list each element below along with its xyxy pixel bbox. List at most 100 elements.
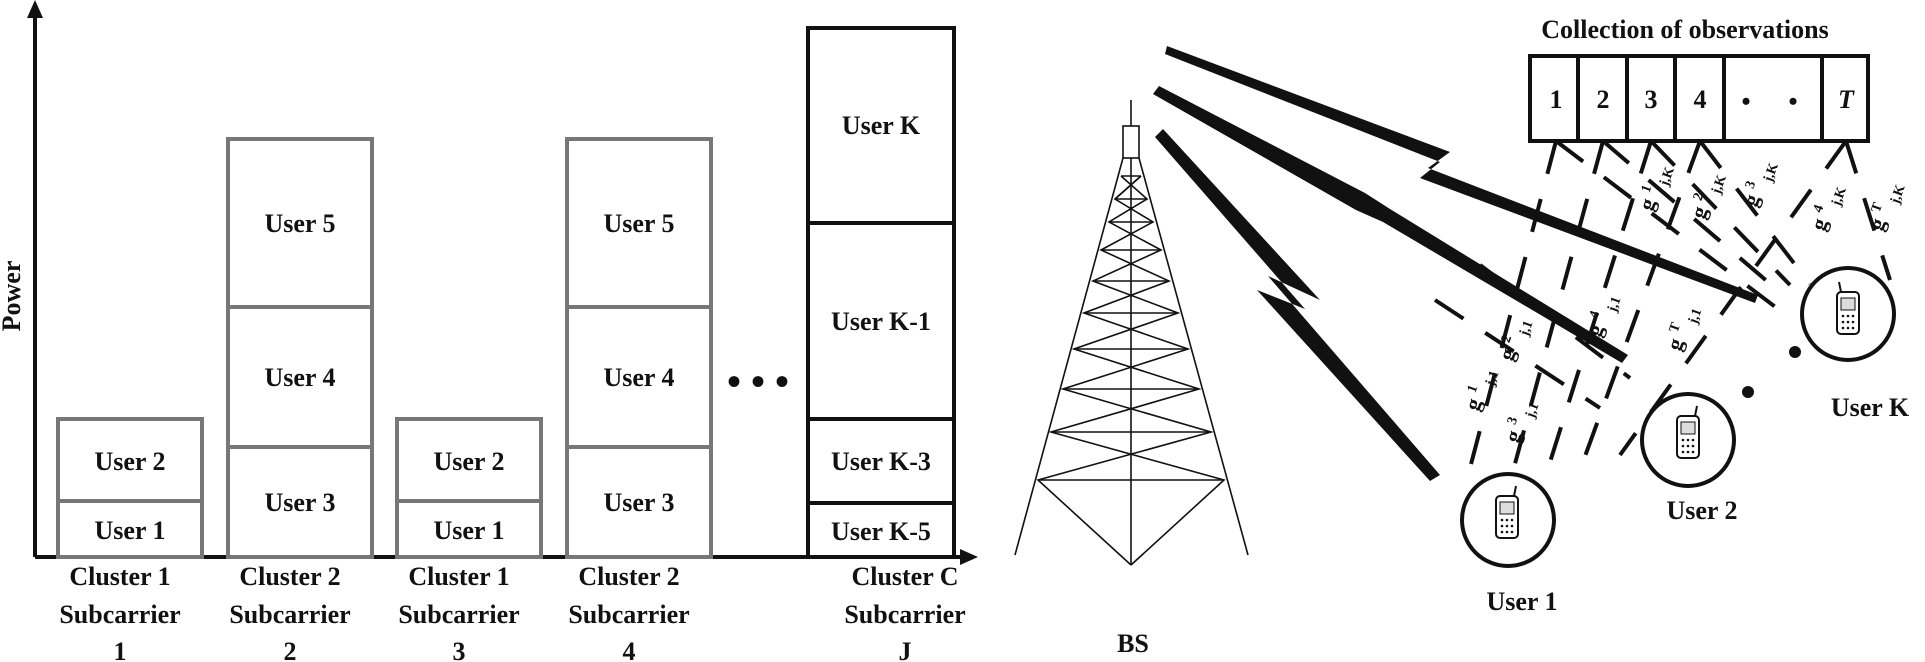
column-label-line: Cluster 2	[239, 562, 340, 591]
observation-cell: 4	[1694, 85, 1707, 114]
user-block	[395, 417, 543, 503]
channel-label: g	[1685, 203, 1712, 222]
ellipsis: • • •	[727, 359, 789, 404]
user-label: User 2	[1666, 496, 1737, 525]
user-block-label: User 4	[264, 363, 335, 392]
channel-label-subscript: j,K	[1888, 183, 1909, 207]
observation-cell: T	[1838, 85, 1855, 114]
channel-observation-diagram: BS Collection of observations 1 2 3 4 • …	[1014, 15, 1910, 658]
user-block-label: User 5	[603, 209, 674, 238]
user-block-label: User 2	[94, 447, 165, 476]
column-label-line: Cluster C	[851, 562, 958, 591]
svg-text:g 3 j,K: g 3 j,K	[1729, 153, 1782, 212]
user-block	[565, 445, 713, 559]
user-block-label: User 3	[264, 488, 335, 517]
base-station-tower-icon	[1014, 100, 1249, 566]
channel-label-superscript: T	[1869, 200, 1887, 215]
channel-label-superscript: 2	[1691, 191, 1707, 203]
column-5: User K-5 User K-3 User K-1 User K Cluste…	[806, 26, 966, 662]
channel-label: g	[1661, 335, 1688, 354]
channel-label: g	[1493, 345, 1520, 364]
wireless-link-to-user-2-icon	[1153, 86, 1628, 363]
ellipsis-dot	[1789, 346, 1801, 358]
mobile-phone-icon	[1836, 281, 1860, 335]
column-3: User 1 User 2 Cluster 1 Subcarrier 3	[395, 417, 543, 662]
user-block-label: User 1	[94, 516, 165, 545]
channel-label-subscript: j,1	[1523, 401, 1543, 421]
ellipsis-dot	[1742, 386, 1754, 398]
column-label-line: Subcarrier	[59, 600, 180, 629]
user-block	[56, 499, 204, 559]
channel-label-superscript: 2	[1499, 333, 1515, 345]
svg-text:g 2 j,K: g 2 j,K	[1677, 165, 1730, 224]
svg-text:g 1 j,K: g 1 j,K	[1625, 157, 1678, 216]
user-block-label: User K-1	[831, 307, 931, 336]
observations-title: Collection of observations	[1541, 15, 1828, 44]
channel-label-superscript: 3	[1743, 179, 1759, 191]
user-2-node: User 2	[1640, 392, 1738, 525]
user-block-label: User K-5	[831, 517, 931, 546]
user-k-node: User K	[1800, 266, 1910, 422]
user-block-label: User K	[842, 111, 921, 140]
column-label-line: Cluster 1	[69, 562, 170, 591]
column-label-line: Cluster 1	[408, 562, 509, 591]
user-block-label: User 3	[603, 488, 674, 517]
channel-label-subscript: j,K	[1761, 161, 1782, 185]
channel-label-superscript: 1	[1465, 383, 1481, 395]
svg-text:g 3 j,1: g 3 j,1	[1491, 393, 1543, 448]
power-allocation-diagram: Power User 1 User 2 Cluster 1 Subcarrier…	[0, 0, 978, 662]
column-label-line: 2	[284, 637, 297, 662]
channel-label: g	[1459, 395, 1486, 414]
user-block	[806, 26, 956, 225]
observation-dashed-links	[1433, 139, 1892, 483]
observation-cell: •	[1741, 87, 1750, 116]
column-label-line: Subcarrier	[229, 600, 350, 629]
channel-label-subscript: j,K	[1709, 173, 1730, 197]
user-block	[565, 137, 713, 309]
base-station-label: BS	[1117, 629, 1149, 658]
mobile-phone-icon	[1495, 485, 1519, 539]
y-axis-label: Power	[0, 261, 26, 332]
user-block	[56, 417, 204, 503]
channel-label-superscript: 3	[1505, 415, 1521, 427]
user-block	[395, 499, 543, 559]
user-block	[806, 221, 956, 421]
channel-label-superscript: 1	[1639, 183, 1655, 195]
column-label-line: Cluster 2	[578, 562, 679, 591]
user-block	[226, 305, 374, 449]
observation-cell: •	[1788, 87, 1797, 116]
x-axis-arrowhead	[960, 549, 978, 565]
wireless-link-to-user-k-icon	[1165, 46, 1758, 303]
svg-text:g T j,K: g T j,K	[1855, 175, 1909, 236]
user-block-label: User 5	[264, 209, 335, 238]
channel-label: g	[1633, 195, 1660, 214]
user-block	[565, 305, 713, 449]
channel-label: g	[1737, 191, 1764, 210]
observation-cell: 2	[1597, 85, 1610, 114]
user-block-label: User 1	[433, 516, 504, 545]
user-block-label: User K-3	[831, 447, 931, 476]
channel-label-subscript: j,1	[1483, 369, 1503, 389]
channel-label-subscript: j,1	[1517, 319, 1537, 339]
column-label-line: 3	[453, 637, 466, 662]
column-2: User 3 User 4 User 5 Cluster 2 Subcarrie…	[226, 137, 374, 662]
user-block	[806, 501, 956, 559]
wireless-link-to-user-1-icon	[1155, 129, 1440, 481]
user-block-label: User 2	[433, 447, 504, 476]
column-label-line: Subcarrier	[398, 600, 519, 629]
column-label-line: J	[899, 637, 912, 662]
column-label-line: 1	[114, 637, 127, 662]
channel-label-superscript: 4	[1811, 203, 1827, 215]
channel-label-subscript: j,1	[1605, 295, 1625, 315]
channel-label-subscript: j,K	[1657, 165, 1678, 189]
svg-text:g 1 j,1: g 1 j,1	[1451, 361, 1503, 416]
user-block	[226, 445, 374, 559]
observation-cell: 1	[1550, 85, 1563, 114]
column-label-line: Subcarrier	[568, 600, 689, 629]
user-label: User K	[1831, 393, 1910, 422]
observation-strip: 1 2 3 4 • • T	[1528, 54, 1870, 143]
channel-label: g	[1805, 215, 1832, 234]
observation-cell: 3	[1645, 85, 1658, 114]
channel-label-subscript: j,1	[1686, 307, 1706, 327]
